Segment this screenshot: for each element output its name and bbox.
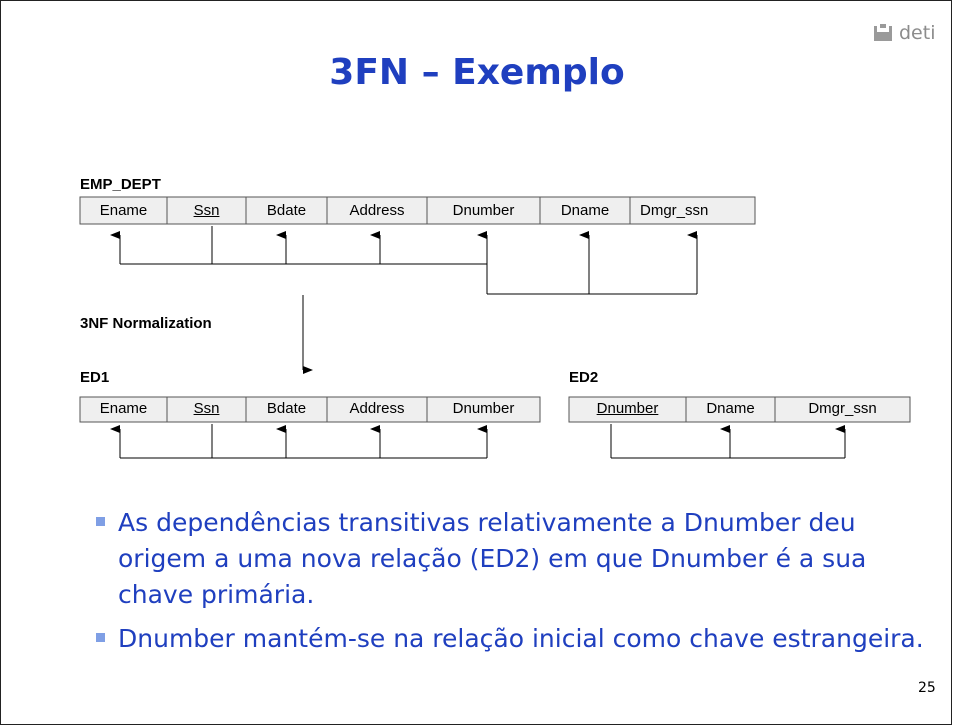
emp-dept-attr-dnumber: Dnumber — [452, 202, 515, 219]
ed2-attr-dnumber: Dnumber — [596, 400, 659, 417]
emp-dept-attr-bdate: Bdate — [266, 202, 307, 219]
bullet-item: As dependências transitivas relativament… — [96, 505, 936, 613]
slide-title: 3FN – Exemplo — [329, 52, 625, 93]
ed1-attr-ssn: Ssn — [193, 400, 220, 417]
deti-logo: deti — [873, 22, 935, 44]
emp-dept-attr-dmgr-ssn: Dmgr_ssn — [640, 202, 709, 219]
emp-dept-attr-dname: Dname — [560, 202, 610, 219]
bullet-marker — [96, 517, 105, 526]
ed2-label: ED2 — [569, 369, 599, 386]
ed2-attr-dname: Dname — [706, 400, 755, 417]
ed1-label: ED1 — [80, 369, 110, 386]
ed1-dependencies — [110, 424, 488, 459]
normalization-label: 3NF Normalization — [80, 315, 212, 332]
page-number: 25 — [918, 680, 936, 696]
bullet-marker — [96, 633, 105, 642]
bullet-text: As dependências transitivas relativament… — [118, 508, 867, 609]
ed1-attr-bdate: Bdate — [266, 400, 307, 417]
ed2-table — [568, 396, 911, 423]
ed2-attr-dmgr-ssn: Dmgr_ssn — [808, 400, 877, 417]
emp-dept-attr-ename: Ename — [99, 202, 148, 219]
bullet-list: As dependências transitivas relativament… — [96, 505, 936, 665]
ed1-attr-ename: Ename — [99, 400, 148, 417]
ed1-table — [79, 396, 541, 423]
emp-dept-attr-address: Address — [349, 202, 405, 219]
bullet-item: Dnumber mantém-se na relação inicial com… — [96, 621, 936, 657]
emp-dept-dependencies — [110, 226, 698, 295]
bullet-text: Dnumber mantém-se na relação inicial com… — [118, 624, 924, 653]
ed2-dependencies — [610, 424, 846, 459]
emp-dept-table — [79, 196, 756, 225]
emp-dept-attr-ssn: Ssn — [193, 202, 220, 219]
ed1-attr-dnumber: Dnumber — [452, 400, 515, 417]
deti-logo-icon — [874, 24, 892, 41]
emp-dept-label: EMP_DEPT — [80, 176, 161, 193]
logo-text: deti — [899, 22, 936, 44]
ed1-attr-address: Address — [349, 400, 405, 417]
